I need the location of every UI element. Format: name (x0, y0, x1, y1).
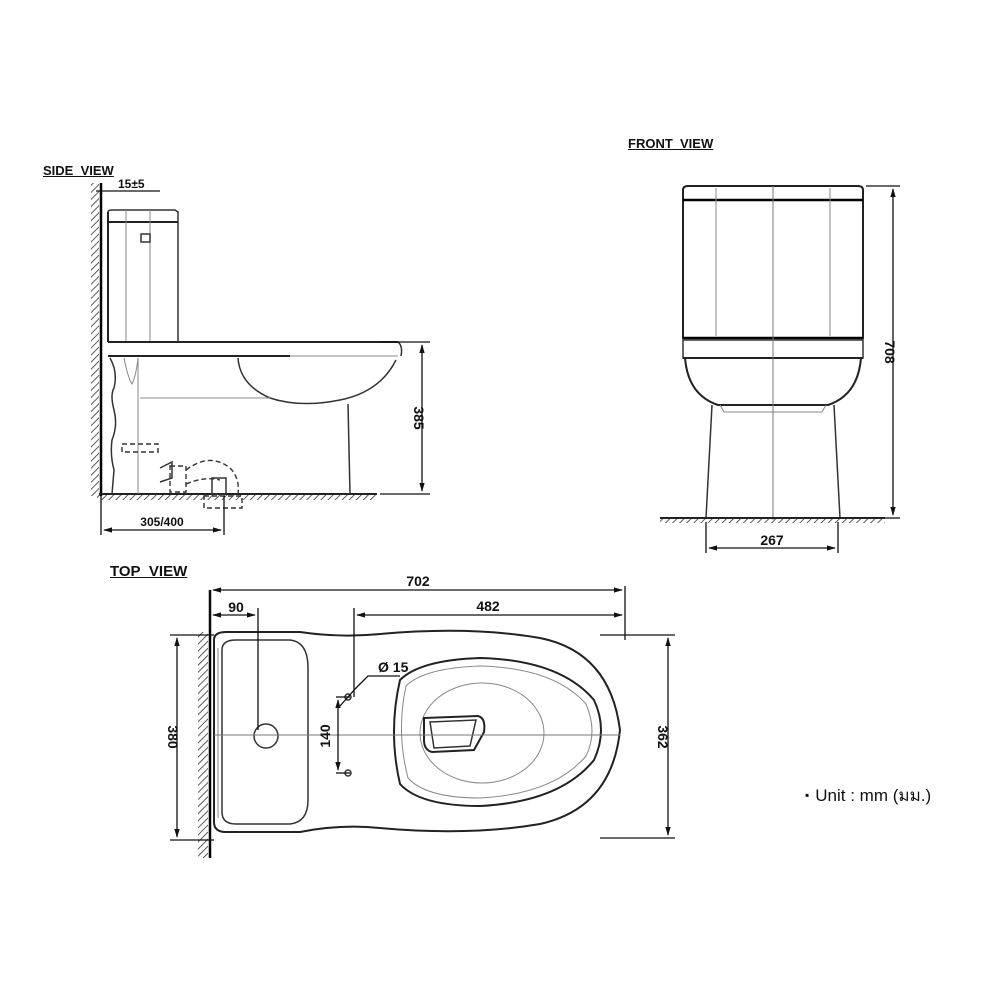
front-height-label: 708 (882, 340, 898, 364)
side-rough-in-label: 305/400 (140, 515, 184, 529)
floor-hatch (97, 494, 377, 500)
top-wall-hatch (198, 632, 208, 858)
top-bowl-width-label: 362 (655, 725, 671, 749)
side-seat-height-label: 385 (411, 406, 427, 430)
front-floor-hatch (660, 517, 885, 523)
front-width-label: 267 (760, 532, 784, 548)
unit-note: ▪ Unit : mm (มม.) (805, 782, 931, 809)
side-wall-gap-label: 15±5 (118, 177, 145, 191)
top-hole-spacing-label: 140 (317, 724, 333, 748)
top-tank-width-label: 380 (165, 725, 181, 749)
top-hole-diameter-label: Ø 15 (378, 659, 409, 675)
top-view-title: TOP_VIEW (110, 563, 188, 580)
top-total-length-label: 702 (406, 573, 430, 589)
front-view-title: FRONT_VIEW (628, 136, 714, 151)
side-view: 15±5 385 305/400 (91, 177, 430, 535)
side-view-title: SIDE_VIEW (43, 163, 114, 178)
wall-hatch (91, 183, 99, 496)
top-offset-label: 90 (228, 599, 244, 615)
top-view: Ø 15 140 702 90 482 380 362 (165, 573, 675, 858)
bullet-icon: ▪ (805, 788, 810, 802)
top-bowl-length-label: 482 (476, 598, 500, 614)
unit-text: Unit : mm (มม.) (815, 786, 932, 805)
front-view: 708 267 (660, 185, 900, 553)
tank-flush-hole (253, 723, 279, 749)
